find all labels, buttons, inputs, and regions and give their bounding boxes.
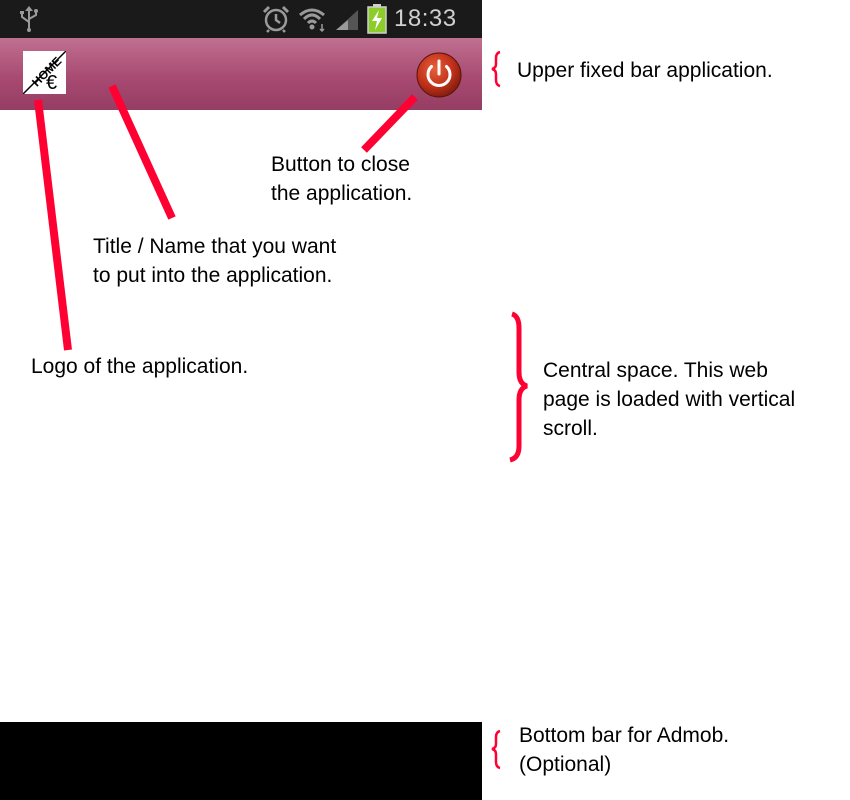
annotation-upper-bar: Upper fixed bar application. [517, 59, 773, 82]
annotation-bottom-bar: Bottom bar for Admob. (Optional) [519, 724, 730, 776]
power-icon [416, 52, 462, 98]
battery-charging-icon [367, 4, 387, 34]
brace-central-space [509, 311, 528, 463]
app-header-bar: HOME € [0, 38, 482, 110]
brace-upper-bar [491, 50, 501, 88]
signal-icon [336, 10, 358, 30]
brace-bottom-bar [491, 729, 501, 770]
alarm-icon [262, 5, 290, 33]
status-bar: 18:33 [0, 0, 482, 38]
home-euro-logo-icon: HOME € [23, 51, 66, 94]
close-app-button[interactable] [416, 52, 462, 98]
wifi-icon [299, 8, 325, 32]
usb-icon [20, 6, 38, 32]
app-logo[interactable]: HOME € [23, 51, 66, 94]
annotation-close-button: Button to close the application. [271, 153, 413, 205]
logo-euro-text: € [46, 72, 57, 94]
admob-bottom-bar [0, 722, 482, 800]
annotation-title: Title / Name that you want to put into t… [93, 235, 337, 287]
central-webview[interactable] [0, 110, 482, 722]
annotation-central-space: Central space. This web page is loaded w… [543, 359, 796, 440]
status-clock: 18:33 [394, 5, 457, 32]
annotation-logo: Logo of the application. [31, 355, 249, 378]
